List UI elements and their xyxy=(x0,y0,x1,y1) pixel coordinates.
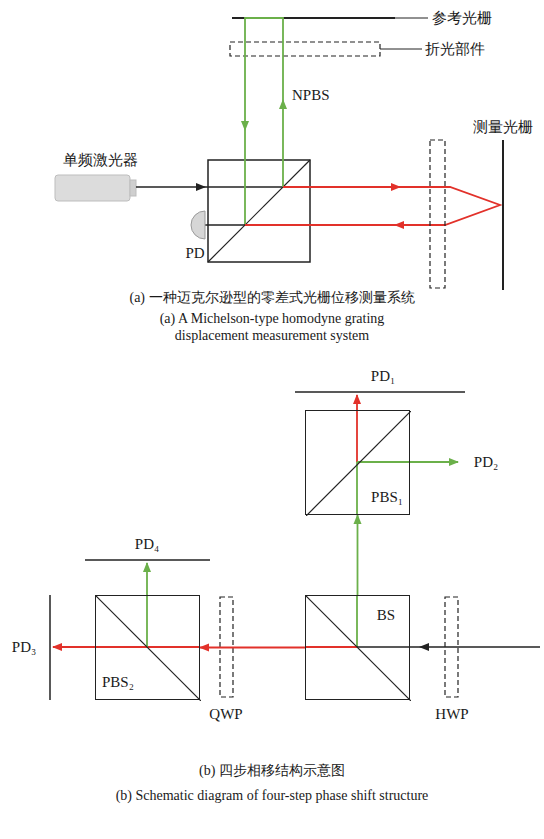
detector-plane xyxy=(49,595,51,700)
measurement-beam xyxy=(395,187,500,225)
beam-splitter-cube: PBS₁ xyxy=(305,410,410,515)
component-label: NPBS xyxy=(292,86,330,104)
cube-label: PBS₂ xyxy=(102,673,134,691)
input-beam xyxy=(357,646,420,648)
laser-label: 单频激光器 xyxy=(63,151,138,169)
detector-plane xyxy=(85,559,210,561)
cube-diagonal xyxy=(306,411,411,516)
figure-caption: (b) Schematic diagram of four-step phase… xyxy=(116,788,429,805)
component-label: 折光部件 xyxy=(425,40,485,58)
refraction-part xyxy=(230,42,380,56)
measurement-grating xyxy=(502,140,504,290)
laser-beam xyxy=(136,186,205,188)
reference-beam xyxy=(245,18,283,130)
detector-label: PD₃ xyxy=(12,638,36,656)
light-beam xyxy=(357,515,359,595)
beam-splitter-cube: BS xyxy=(305,595,410,700)
grating-label: 测量光栅 xyxy=(473,118,533,136)
laser-aperture xyxy=(130,180,136,196)
leader-line xyxy=(395,18,428,19)
component-label: HWP xyxy=(435,705,468,723)
reference-beam xyxy=(244,130,246,225)
measurement-beam xyxy=(283,186,400,188)
light-beam xyxy=(200,647,305,649)
red-beam xyxy=(147,646,200,648)
grating-label: 参考光栅 xyxy=(432,9,492,27)
green-beam xyxy=(357,461,458,463)
cube-label: PBS₁ xyxy=(371,488,403,506)
detector-label: PD₂ xyxy=(474,453,498,471)
photodetector xyxy=(191,211,205,239)
cube-diagonal xyxy=(96,596,201,701)
measurement-beam xyxy=(245,224,395,226)
green-beam xyxy=(356,595,358,647)
input-beam xyxy=(420,646,540,648)
red-beam xyxy=(305,646,357,648)
detector-label: PD₄ xyxy=(135,535,159,553)
figure-caption: (a) 一种迈克尔逊型的零差式光栅位移测量系统 xyxy=(129,290,414,307)
laser-body xyxy=(55,175,130,201)
red-beam xyxy=(53,646,147,648)
figure-caption: (b) 四步相移结构示意图 xyxy=(199,763,345,780)
green-beam xyxy=(146,563,148,647)
refraction-part xyxy=(430,140,445,288)
cube-diagonal xyxy=(306,596,411,701)
leader-line xyxy=(380,49,422,50)
figure-caption: (a) A Michelson-type homodyne grating di… xyxy=(138,311,406,345)
cube-diagonal-layer xyxy=(306,596,411,701)
npbs-cube xyxy=(208,160,310,262)
half-wave-plate xyxy=(445,597,458,697)
component-label: QWP xyxy=(209,705,242,723)
cube-label: BS xyxy=(377,606,395,624)
beam-splitter-cube: PBS₂ xyxy=(95,595,200,700)
reference-beam xyxy=(282,100,284,187)
detector-label: PD xyxy=(185,244,204,262)
output-beam xyxy=(205,224,245,226)
red-beam xyxy=(356,395,358,462)
cube-diagonal xyxy=(208,160,310,262)
green-beam xyxy=(356,462,358,515)
laser-beam xyxy=(205,186,283,188)
detector-plane xyxy=(295,391,465,393)
detector-label: PD₁ xyxy=(371,367,395,385)
